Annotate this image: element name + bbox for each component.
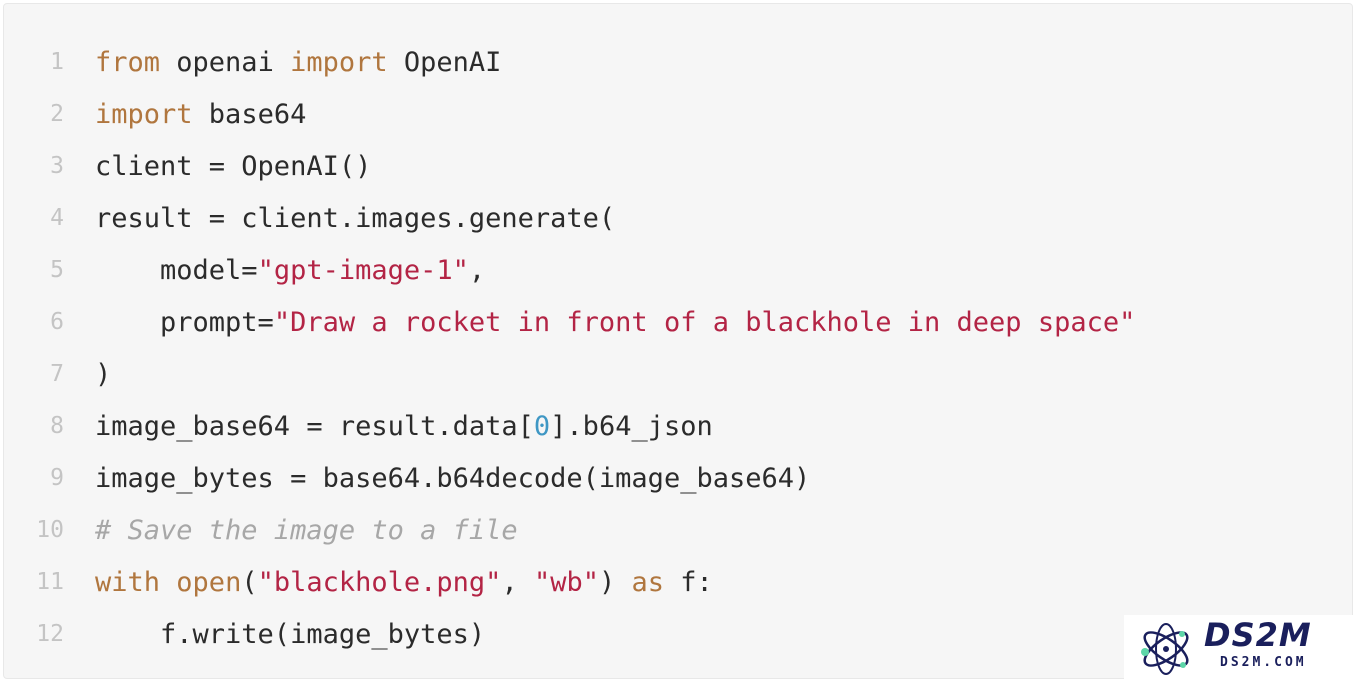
code-token-plain — [160, 567, 176, 598]
code-token-keyword: as — [631, 566, 665, 598]
code-token-plain: ) — [598, 566, 632, 598]
code-token-comment: # Save the image to a file — [95, 514, 518, 546]
code-line: 3 client = OpenAI() — [4, 140, 1352, 192]
line-number: 6 — [50, 309, 64, 335]
line-code: f.write(image_bytes) — [68, 619, 485, 650]
line-number: 9 — [50, 465, 64, 491]
code-line: 6 prompt="Draw a rocket in front of a bl… — [4, 296, 1352, 348]
code-token-plain: ].b64_json — [550, 410, 713, 442]
code-line: 4 result = client.images.generate( — [4, 192, 1352, 244]
code-token-keyword: import — [95, 98, 193, 130]
line-code: image_base64 = result.data[0].b64_json — [68, 411, 713, 442]
code-token-plain: ) — [95, 358, 112, 390]
code-token-plain: prompt= — [95, 306, 274, 338]
line-number: 2 — [50, 101, 64, 127]
watermark-title: DS2M — [1204, 616, 1312, 654]
code-token-keyword: with — [95, 566, 161, 598]
code-token-number: 0 — [533, 410, 551, 442]
code-line: 7) — [4, 348, 1352, 400]
code-token-plain: model= — [95, 254, 258, 286]
watermark-subtitle: DS2M.COM — [1220, 655, 1307, 670]
line-code: import base64 — [68, 99, 306, 130]
line-number: 4 — [50, 205, 64, 231]
atom-logo-icon — [1141, 623, 1189, 675]
line-code: client = OpenAI() — [68, 151, 371, 182]
line-number: 10 — [36, 517, 64, 543]
code-token-plain: base64 — [192, 98, 307, 130]
line-code: ) — [68, 359, 111, 390]
watermark: DS2M DS2M.COM — [1124, 615, 1356, 681]
code-token-plain: OpenAI — [387, 46, 502, 78]
line-code: # Save the image to a file — [68, 515, 518, 546]
line-code: with open("blackhole.png", "wb") as f: — [68, 567, 713, 598]
code-token-string: "blackhole.png" — [257, 566, 502, 598]
code-token-plain: image_base64 = result.data[ — [95, 410, 534, 442]
code-token-plain: f.write(image_bytes) — [95, 618, 486, 650]
line-number: 3 — [50, 153, 64, 179]
code-token-plain: result = client.images.generate( — [95, 202, 616, 234]
line-number: 12 — [36, 621, 64, 647]
code-line: 10 # Save the image to a file — [4, 504, 1352, 556]
code-token-keyword: from — [95, 46, 161, 78]
line-number: 11 — [36, 569, 64, 595]
code-line: 12 f.write(image_bytes) — [4, 608, 1352, 660]
code-line: 9 image_bytes = base64.b64decode(image_ba… — [4, 452, 1352, 504]
code-token-string: "wb" — [533, 566, 599, 598]
line-code: model="gpt-image-1", — [68, 255, 485, 286]
code-token-plain: , — [501, 566, 534, 598]
code-token-plain: client = OpenAI() — [95, 150, 372, 182]
line-number: 5 — [50, 257, 64, 283]
code-token-string: "Draw a rocket in front of a blackhole i… — [273, 306, 1136, 338]
code-token-string: "gpt-image-1" — [257, 254, 469, 286]
code-token-plain: image_bytes = base64.b64decode(image_bas… — [95, 462, 811, 494]
code-line: 5 model="gpt-image-1", — [4, 244, 1352, 296]
code-token-plain: ( — [241, 566, 258, 598]
line-code: from openai import OpenAI — [68, 47, 501, 78]
code-token-plain: , — [468, 254, 486, 286]
line-number: 8 — [50, 413, 64, 439]
line-number: 7 — [50, 361, 64, 387]
code-token-keyword: open — [176, 566, 242, 598]
line-code: prompt="Draw a rocket in front of a blac… — [68, 307, 1135, 338]
code-token-plain: f: — [664, 566, 713, 598]
line-number: 1 — [50, 49, 64, 75]
code-token-keyword: import — [290, 46, 388, 78]
code-token-plain: openai — [160, 46, 291, 78]
line-code: image_bytes = base64.b64decode(image_bas… — [68, 463, 810, 494]
line-code: result = client.images.generate( — [68, 203, 615, 234]
